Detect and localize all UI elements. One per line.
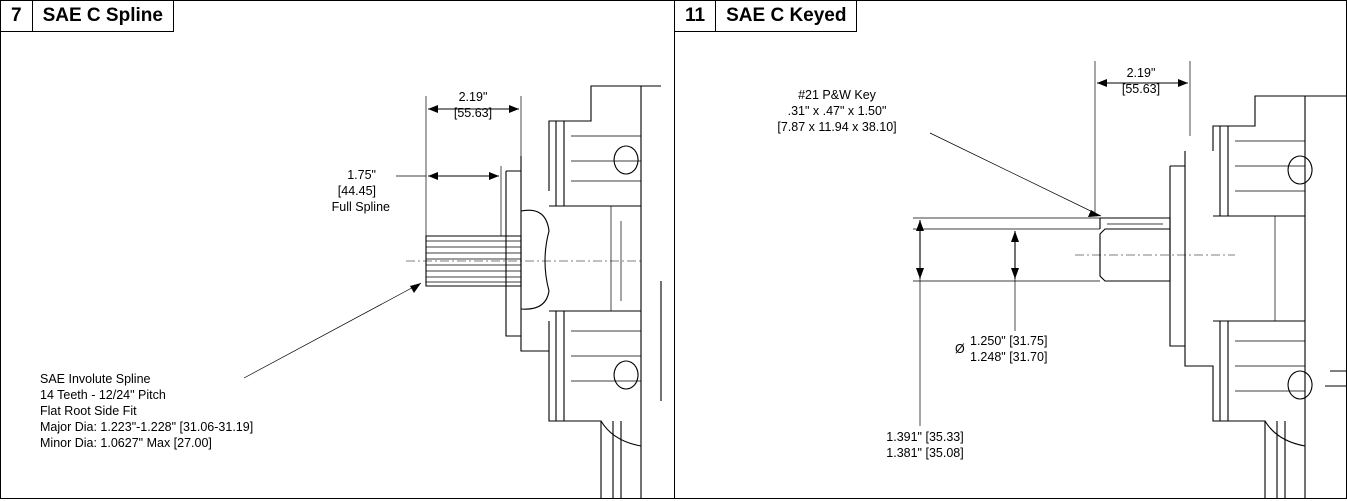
key-note-line-2: .31" x .47" x 1.50": [788, 104, 887, 118]
panel-sae-c-keyed: 11 SAE C Keyed: [674, 0, 1347, 499]
spline-note-line-3: Flat Root Side Fit: [40, 404, 137, 418]
panel-header: 7 SAE C Spline: [1, 1, 174, 32]
diameter-symbol: Ø: [955, 342, 965, 356]
height-upper: 1.391" [35.33]: [886, 430, 963, 444]
spline-drawing: 2.19" [55.63] 1.75" [44.45] Full Spline …: [40, 85, 662, 498]
dim-top-inch: 2.19": [1127, 66, 1156, 80]
dim-spline-note: Full Spline: [332, 200, 390, 214]
dimension-lines: [916, 61, 1191, 426]
panel-header: 11 SAE C Keyed: [675, 1, 858, 32]
panel-number: 11: [675, 1, 717, 31]
pump-body: [505, 85, 662, 498]
dim-spline-mm: [44.45]: [338, 184, 376, 198]
dimension-lines: [243, 96, 522, 379]
dim-spline-inch: 1.75": [347, 168, 376, 182]
keyed-shaft: [913, 217, 1235, 282]
key-note-line-1: #21 P&W Key: [798, 88, 877, 102]
dim-top-mm: [55.63]: [454, 106, 492, 120]
dia-upper: 1.250" [31.75]: [970, 334, 1047, 348]
panel-title: SAE C Spline: [42, 5, 163, 26]
dim-top-inch: 2.19": [459, 90, 488, 104]
panel-title: SAE C Keyed: [726, 5, 847, 26]
spline-note-line-5: Minor Dia: 1.0627" Max [27.00]: [40, 436, 212, 450]
keyed-drawing: 2.19" [55.63] #21 P&W Key .31" x .47" x …: [777, 61, 1346, 498]
dia-lower: 1.248" [31.70]: [970, 350, 1047, 364]
spline-note-line-4: Major Dia: 1.223"-1.228" [31.06-31.19]: [40, 420, 253, 434]
panel-sae-c-spline: 7 SAE C Spline: [0, 0, 675, 499]
height-lower: 1.381" [35.08]: [886, 446, 963, 460]
spline-shaft: [406, 209, 641, 310]
spline-note-line-2: 14 Teeth - 12/24" Pitch: [40, 388, 166, 402]
panel-number: 7: [1, 1, 33, 31]
key-note-line-3: [7.87 x 11.94 x 38.10]: [777, 120, 896, 134]
pump-body: [1169, 95, 1346, 498]
dim-top-mm: [55.63]: [1122, 82, 1160, 96]
spline-note-line-1: SAE Involute Spline: [40, 372, 151, 386]
